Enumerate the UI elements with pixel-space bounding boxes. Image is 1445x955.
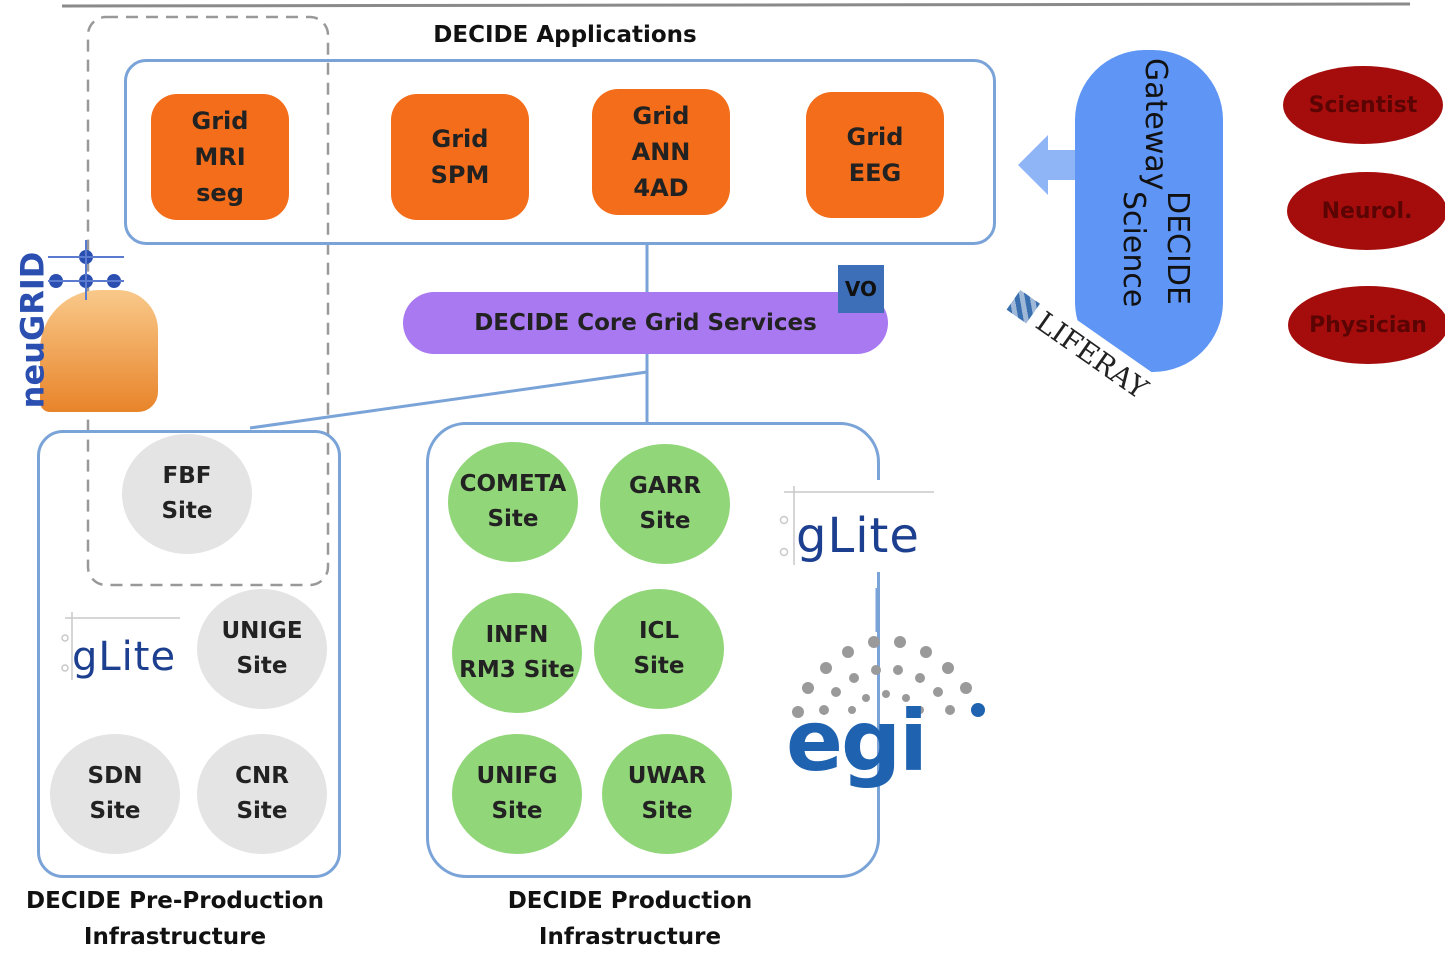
neugrid-head-icon <box>40 290 158 412</box>
gateway-line-2: Gateway <box>1138 58 1173 191</box>
vo-badge: VO <box>838 265 884 313</box>
gateway-line-1: DECIDE Science <box>1116 190 1195 307</box>
glite-logo-production: gLite <box>776 480 941 572</box>
egi-dots-icon <box>792 636 985 718</box>
preproduction-box <box>37 430 341 878</box>
core-grid-services-label: DECIDE Core Grid Services <box>474 310 817 336</box>
applications-box <box>124 59 996 245</box>
role-scientist: Scientist <box>1283 66 1443 144</box>
science-gateway-panel <box>1075 50 1223 372</box>
applications-title: DECIDE Applications <box>433 22 697 48</box>
neugrid-logo: neuGRID <box>13 251 52 409</box>
core-grid-services-bar: DECIDE Core Grid Services <box>403 292 888 354</box>
egi-logo: egi <box>786 632 991 792</box>
role-physician: Physician <box>1288 286 1445 364</box>
science-gateway-label: DECIDE Science Gateway <box>1100 58 1210 348</box>
role-neurologist: Neurol. <box>1287 172 1445 250</box>
glite-logo-preproduction: gLite <box>60 608 185 688</box>
production-box <box>426 422 880 878</box>
